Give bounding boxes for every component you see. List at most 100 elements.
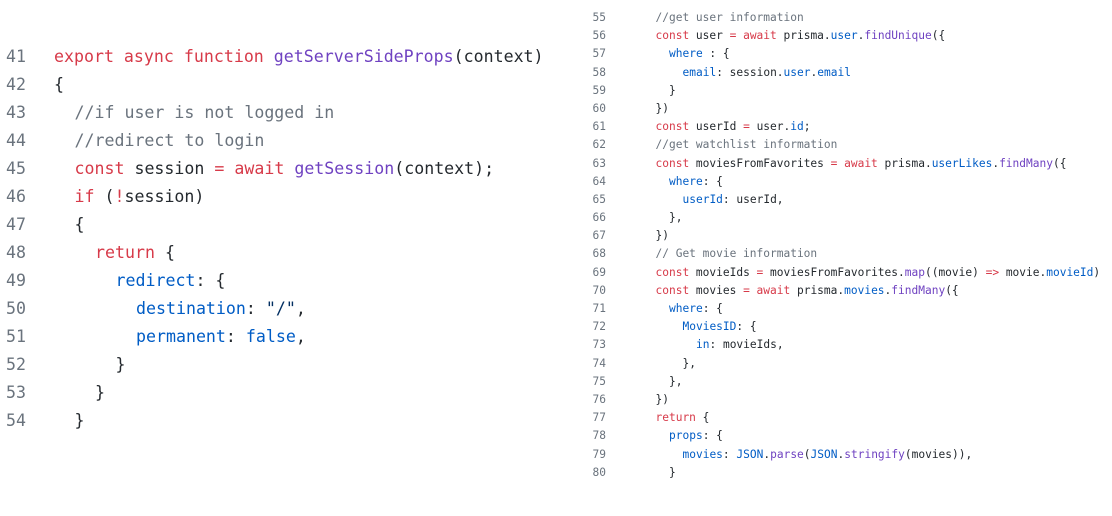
code-token: : <box>722 447 737 461</box>
code-token: , <box>295 299 306 318</box>
code-token: = <box>743 120 757 134</box>
code-line: 80} <box>574 464 1112 482</box>
code-line: 75}, <box>574 373 1112 391</box>
code-token: } <box>669 83 676 97</box>
line-number: 62 <box>592 138 606 152</box>
code-token: : userId, <box>722 192 784 206</box>
code-token: id <box>790 120 804 134</box>
line-number: 46 <box>6 187 26 206</box>
code-text: { <box>54 211 560 239</box>
code-token: //if user is not logged in <box>74 103 335 122</box>
code-token: }) <box>655 392 669 406</box>
code-text: } <box>54 379 560 407</box>
code-text: } <box>54 351 560 379</box>
code-text: redirect: { <box>54 267 560 295</box>
code-token: //redirect to login <box>74 131 265 150</box>
code-token: const <box>655 120 696 134</box>
code-token: movieId <box>1046 265 1094 279</box>
code-text: //get watchlist information <box>642 136 1112 154</box>
code-token: : <box>225 327 246 346</box>
code-text: } <box>54 407 560 435</box>
code-token: getSession <box>294 159 395 178</box>
code-text: }, <box>642 355 1112 373</box>
line-number: 58 <box>592 65 606 79</box>
code-token: userLikes <box>931 156 993 170</box>
line-number: 41 <box>6 47 26 66</box>
code-token: moviesFromFavorites. <box>770 265 905 279</box>
code-line: 74}, <box>574 355 1112 373</box>
code-text: //redirect to login <box>54 127 560 155</box>
line-number: 59 <box>592 83 606 97</box>
code-text: MoviesID: { <box>642 318 1112 336</box>
code-token: } <box>115 355 126 374</box>
code-text: }) <box>642 100 1112 118</box>
code-text: { <box>54 71 560 99</box>
code-text: }) <box>642 391 1112 409</box>
code-line: 44//redirect to login <box>0 127 560 155</box>
code-text: in: movieIds, <box>642 336 1112 354</box>
line-number: 43 <box>6 103 26 122</box>
code-token: : { <box>702 302 723 315</box>
code-token: //get user information <box>655 11 804 24</box>
code-token: } <box>669 465 676 479</box>
code-line: 59} <box>574 82 1112 100</box>
line-number: 60 <box>592 101 606 115</box>
code-token: = await <box>830 156 885 170</box>
code-token: user. <box>756 120 791 134</box>
code-line: 42{ <box>0 71 560 99</box>
line-number: 71 <box>592 302 606 315</box>
code-text: //if user is not logged in <box>54 99 560 127</box>
code-token: }, <box>669 374 683 388</box>
code-token: ! <box>114 187 125 206</box>
code-token: ((movie) <box>924 265 986 279</box>
code-token: session <box>134 159 215 178</box>
code-token: return <box>95 243 165 262</box>
code-line: 55 //get user information <box>574 9 1112 27</box>
code-token: }, <box>669 211 683 225</box>
line-number: 75 <box>592 374 606 388</box>
code-token: prisma. <box>884 156 932 170</box>
code-token: ; <box>803 120 811 134</box>
line-number: 47 <box>6 215 26 234</box>
code-token: = await <box>214 159 295 178</box>
code-text: }) <box>642 227 1112 245</box>
line-number: 79 <box>592 447 606 461</box>
code-token: props <box>669 429 703 443</box>
code-text: const session = await getSession(context… <box>54 155 560 183</box>
code-token: findUnique <box>864 29 932 43</box>
line-number: 69 <box>592 265 606 279</box>
code-text: permanent: false, <box>54 323 560 351</box>
code-token: user <box>783 65 811 79</box>
code-token: findMany <box>999 156 1053 170</box>
line-number: 55 <box>592 11 606 24</box>
code-text: movies: JSON.parse(JSON.stringify(movies… <box>642 446 1112 464</box>
code-text: return { <box>642 409 1112 427</box>
code-token: const <box>655 265 696 279</box>
code-text: //get user information <box>642 9 1112 27</box>
code-token: where <box>669 302 703 315</box>
code-token: prisma. <box>783 29 831 43</box>
code-line: 67}) <box>574 227 1112 245</box>
code-line: 79 movies: JSON.parse(JSON.stringify(movi… <box>574 446 1112 464</box>
code-line: 76}) <box>574 391 1112 409</box>
code-text: props: { <box>642 427 1112 445</box>
line-number: 80 <box>592 465 606 479</box>
code-token: findMany <box>891 283 946 297</box>
code-token: . <box>763 447 771 461</box>
code-token: // Get movie information <box>655 247 818 261</box>
code-text: where : { <box>642 45 1112 63</box>
line-number: 68 <box>592 247 606 261</box>
code-line: 60}) <box>574 100 1112 118</box>
code-token: (context) <box>453 47 544 66</box>
code-text: const userId = user.id; <box>642 118 1112 136</box>
code-token: where <box>669 174 703 188</box>
code-text: const user = await prisma.user.findUniqu… <box>642 27 1112 45</box>
code-token: => <box>985 265 1006 279</box>
